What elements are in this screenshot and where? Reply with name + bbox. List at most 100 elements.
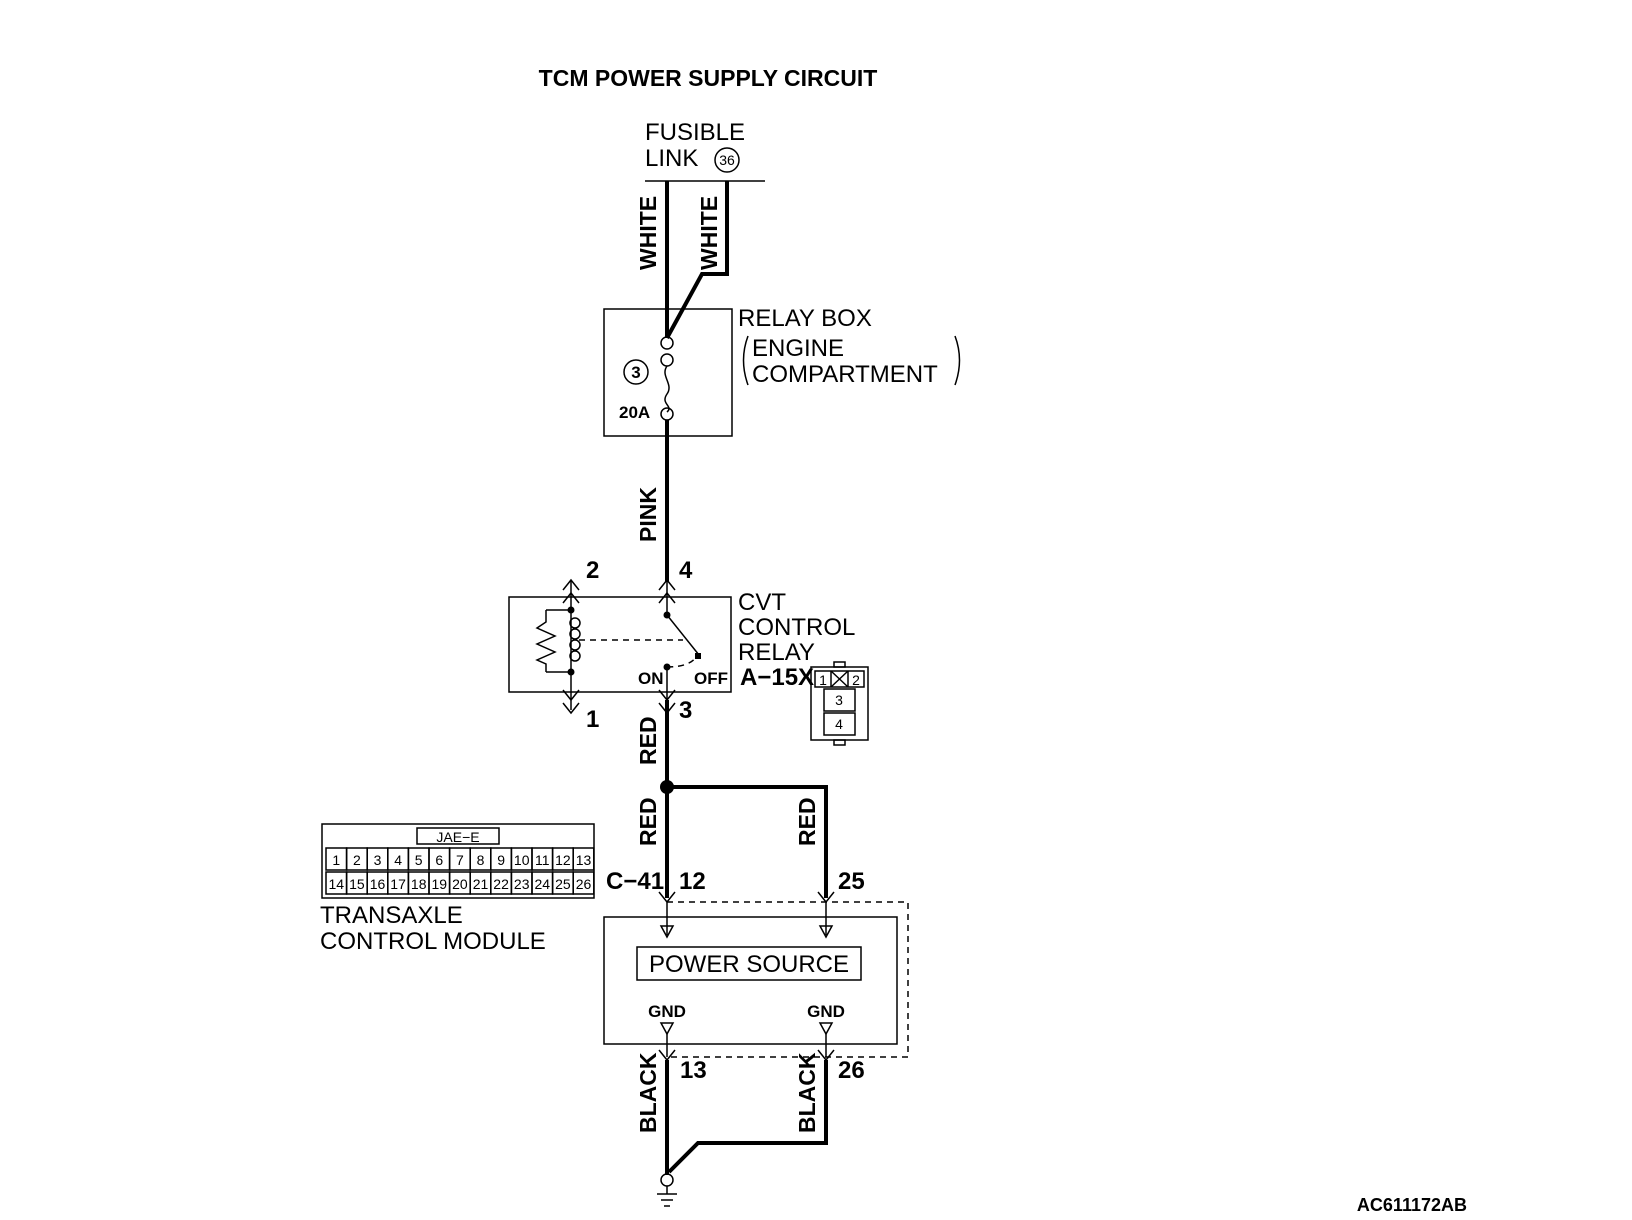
tcm-connector-pin-label: 20 xyxy=(452,876,468,892)
wire-label-white-left: WHITE xyxy=(635,196,661,270)
tcm-input-12-triangle-icon xyxy=(659,925,675,939)
fuse-element-1 xyxy=(660,353,674,367)
pin-1-arrow2-icon xyxy=(562,702,580,715)
tcm-connector-pin-label: 12 xyxy=(555,852,571,868)
a15x-row-1 xyxy=(814,670,865,688)
a15x-cell-3 xyxy=(823,688,856,712)
relay-box-label: RELAY BOX xyxy=(738,305,872,332)
tcm-connector-pin-label: 8 xyxy=(477,852,485,868)
bracket-right xyxy=(954,335,961,386)
tcm-label-2: CONTROL MODULE xyxy=(320,928,546,955)
coil-loop-1 xyxy=(569,617,581,629)
pin-1-arrow-icon xyxy=(562,689,580,702)
a15x-connector-face: 1 2 3 4 xyxy=(810,661,869,746)
a15x-blank-cross-2 xyxy=(830,670,849,688)
tcm-pin-13: 13 xyxy=(680,1057,707,1084)
power-source-label: POWER SOURCE xyxy=(649,951,849,978)
tcm-pin-26: 26 xyxy=(838,1057,865,1084)
fuse-terminal-top xyxy=(660,336,674,350)
power-source-box xyxy=(636,946,862,981)
tcm-connector-pin-label: 9 xyxy=(497,852,505,868)
relay-box-location-2: COMPARTMENT xyxy=(752,361,938,388)
resistor-icon xyxy=(535,610,557,672)
bracket-left xyxy=(742,335,749,386)
relay-box: 3 20A RELAY BOX ENGINE COMPARTMENT xyxy=(603,305,961,437)
cvt-relay-connector-id: A−15X xyxy=(740,664,814,691)
a15x-pin-1: 1 xyxy=(819,672,827,688)
fusible-link-label-1: FUSIBLE xyxy=(645,119,745,146)
tcm-connector-pin-label: 10 xyxy=(514,852,530,868)
cvt-relay-label-1: CVT xyxy=(738,589,786,616)
tcm-connector-pin-label: 25 xyxy=(555,876,571,892)
fuse-number: 3 xyxy=(631,363,640,382)
coil-loop-2 xyxy=(569,628,581,640)
tcm-connector-pin-label: 26 xyxy=(576,876,592,892)
cvt-pin-1: 1 xyxy=(586,706,599,733)
switch-arm xyxy=(666,614,700,656)
tcm-connector-pin-label: 3 xyxy=(374,852,382,868)
pin-2-arrow-icon xyxy=(562,578,580,591)
a15x-pin-2: 2 xyxy=(852,672,860,688)
a15x-pin-4: 4 xyxy=(835,716,843,732)
tcm-connector-pin-label: 24 xyxy=(535,876,551,892)
tcm-connector-cell xyxy=(572,871,595,895)
tcm-connector-type: JAE−E xyxy=(436,829,479,845)
tcm-connector-pin-label: 2 xyxy=(353,852,361,868)
tcm-connector-pin-label: 5 xyxy=(415,852,423,868)
gnd-right-triangle-icon xyxy=(818,1022,834,1036)
fuse-rating: 20A xyxy=(619,403,650,422)
cvt-relay-label-2: CONTROL xyxy=(738,614,855,641)
coil-loop-3 xyxy=(569,639,581,651)
wire-red-branch xyxy=(667,785,828,898)
cvt-relay-label-3: RELAY xyxy=(738,639,815,666)
tcm-connector-pin-label: 23 xyxy=(514,876,530,892)
fusible-link-number: 36 xyxy=(719,152,735,168)
a15x-pin-3: 3 xyxy=(835,692,843,708)
wire-label-black-right: BLACK xyxy=(794,1052,820,1133)
pin-2-arrow2-icon xyxy=(562,591,580,604)
relay-box-location-1: ENGINE xyxy=(752,335,844,362)
tcm-connector-pin-label: 18 xyxy=(411,876,427,892)
gnd-label-right: GND xyxy=(807,1002,845,1021)
tcm-connector-pin-label: 15 xyxy=(349,876,365,892)
reference-code: AC611172AB xyxy=(1357,1195,1467,1215)
switch-off-label: OFF xyxy=(694,669,728,688)
tcm-connector-header xyxy=(416,827,500,845)
cvt-pin-4: 4 xyxy=(679,557,693,584)
tcm-label-1: TRANSAXLE xyxy=(320,902,463,929)
a15x-cell-4 xyxy=(823,712,856,736)
wire-label-red-right: RED xyxy=(794,797,820,846)
fuse-terminal-bottom xyxy=(660,407,674,421)
ground-terminal xyxy=(660,1173,674,1187)
switch-on-label: ON xyxy=(638,669,664,688)
gnd-left-triangle-icon xyxy=(659,1022,675,1036)
cvt-pin-2: 2 xyxy=(586,557,599,584)
fusible-link-number-circle xyxy=(714,147,740,173)
tcm-pin-12: 12 xyxy=(679,868,706,895)
wire-label-red-top: RED xyxy=(635,716,661,765)
tcm-connector-id: C−41 xyxy=(606,868,664,895)
tcm-connector-pin-label: 4 xyxy=(394,852,402,868)
switch-on-path xyxy=(666,655,698,668)
coil-loop-4 xyxy=(569,650,581,662)
a15x-top-latch xyxy=(833,661,846,668)
wire-label-white-right: WHITE xyxy=(696,196,722,270)
tcm-connector-pin-label: 16 xyxy=(370,876,386,892)
splice-point xyxy=(660,780,674,794)
wire-label-black-left: BLACK xyxy=(635,1052,661,1133)
diagram-title: TCM POWER SUPPLY CIRCUIT xyxy=(539,65,878,91)
tcm-connector-pin-label: 22 xyxy=(493,876,509,892)
a15x-bottom-latch xyxy=(833,739,846,746)
tcm-connector-pin-label: 14 xyxy=(329,876,345,892)
tcm-connector-pin-label: 13 xyxy=(576,852,592,868)
cvt-relay-outline xyxy=(508,596,732,693)
tcm-input-25-triangle-icon xyxy=(818,925,834,939)
wire-white-right xyxy=(665,181,729,339)
fuse-element-icon xyxy=(664,365,670,413)
tcm-connector-pin-label: 17 xyxy=(390,876,406,892)
tcm-connector-pin-label: 1 xyxy=(332,852,340,868)
tcm-connector-pin-label: 11 xyxy=(535,852,550,868)
cvt-control-relay: 2 1 ON OFF 4 3 CVT CONTROL RELAY A−15X xyxy=(508,557,855,733)
